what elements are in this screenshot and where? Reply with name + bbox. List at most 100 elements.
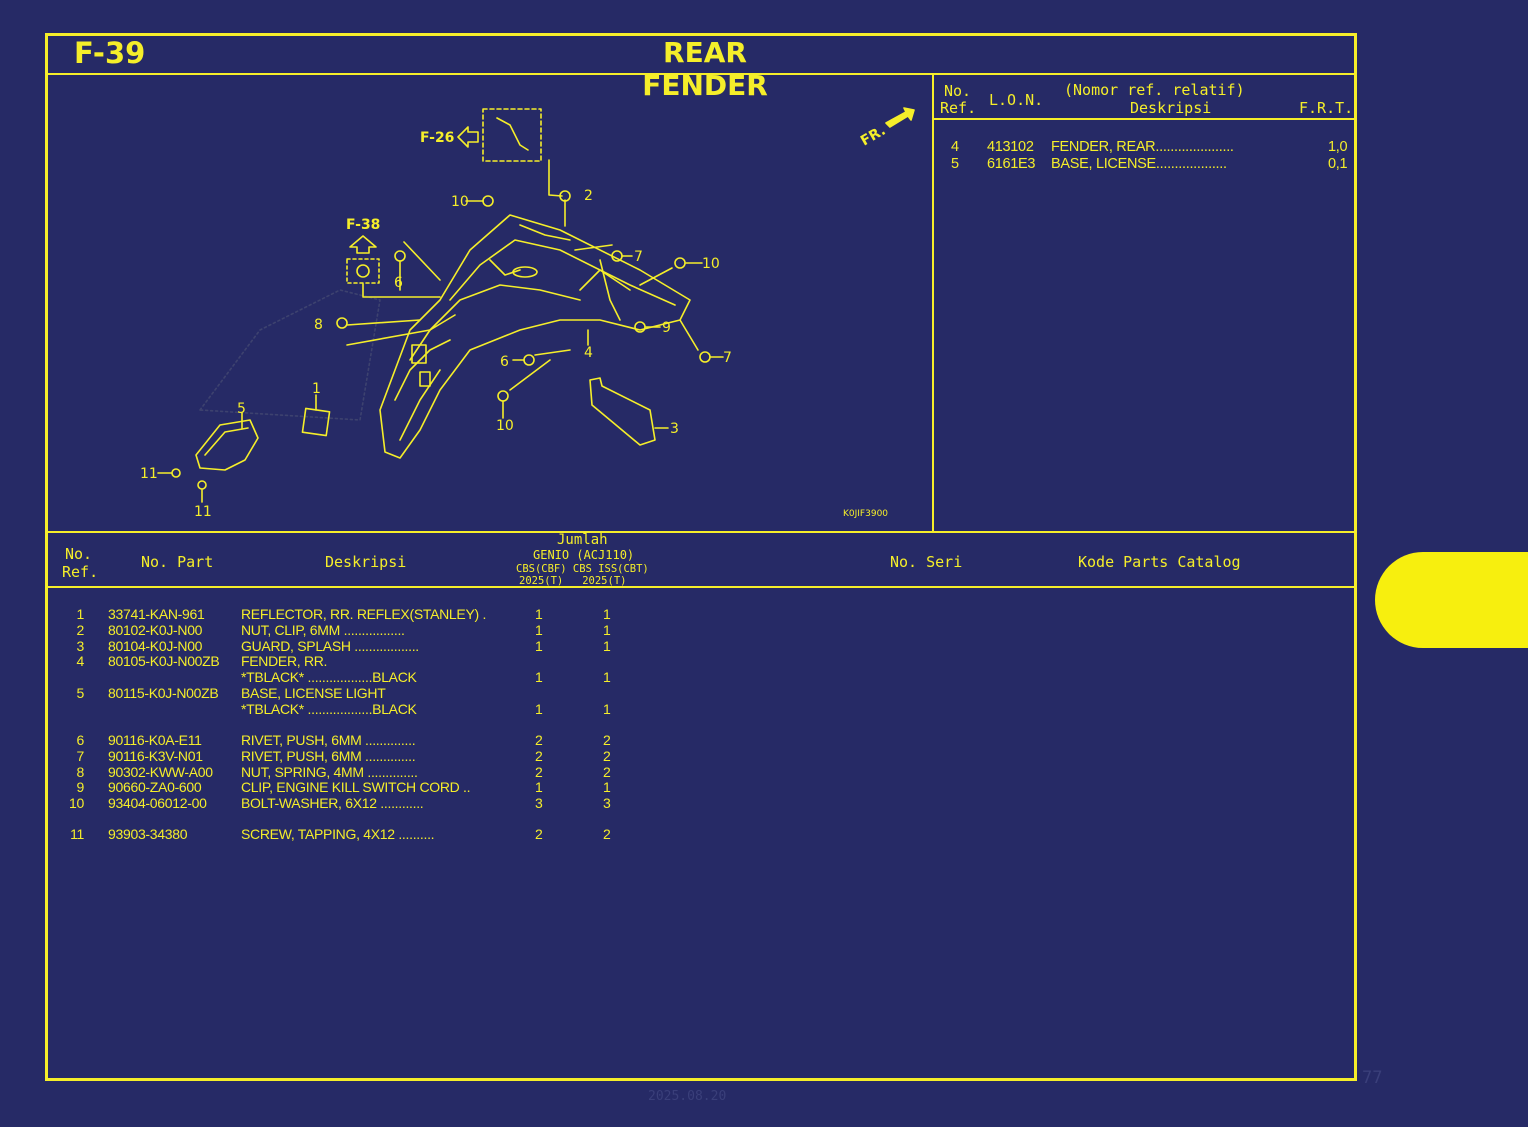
row-part: 90116-K0A-E11 (108, 732, 202, 748)
row-desc: RIVET, PUSH, 6MM .............. (241, 732, 416, 748)
callout: 11 (140, 466, 158, 482)
row-part: 80105-K0J-N00ZB (108, 653, 220, 669)
parts-header-divider (47, 586, 1357, 588)
drawing-code: K0JIF3900 (843, 509, 888, 519)
row-desc: NUT, SPRING, 4MM .............. (241, 764, 418, 780)
row-desc: GUARD, SPLASH .................. (241, 638, 419, 654)
col-qty-title: Jumlah (557, 532, 608, 548)
row-ref: 9 (76, 779, 85, 795)
callout: 10 (451, 194, 469, 210)
callout: 2 (584, 188, 593, 204)
callout: 10 (496, 418, 514, 434)
row-qty2: 1 (603, 622, 611, 638)
row-desc: FENDER, RR. (241, 653, 328, 669)
row-desc: BASE, LICENSE LIGHT (241, 685, 386, 701)
row-ref: 8 (76, 764, 85, 780)
callout: 7 (634, 249, 643, 265)
page-frame (45, 33, 1357, 1081)
callout: 5 (237, 401, 246, 417)
row-qty1: 3 (535, 795, 543, 811)
callout: 7 (723, 350, 732, 366)
exploded-diagram: F-26 F-38 FR. 1 2 3 4 5 6 6 7 7 8 9 10 1… (140, 107, 915, 520)
col-serial: No. Seri (890, 553, 963, 571)
row-desc: *TBLACK* ..................BLACK (241, 701, 417, 717)
row-part: 90302-KWW-A00 (108, 764, 213, 780)
frt-col-ref: Ref. (940, 99, 977, 117)
print-date: 2025.08.20 (648, 1089, 727, 1104)
row-part: 33741-KAN-961 (108, 606, 205, 622)
row-qty1: 1 (535, 701, 543, 717)
row-qty2: 2 (603, 748, 611, 764)
callout: 11 (194, 504, 212, 520)
row-ref (62, 669, 84, 685)
row-ref: 1 (76, 606, 85, 622)
page-number: 77 (1362, 1068, 1383, 1088)
row-ref: 10 (69, 795, 84, 811)
frt-col-desc: Deskripsi (1130, 99, 1212, 117)
header-divider (47, 73, 1357, 75)
ref-f26: F-26 (420, 130, 454, 146)
row-desc: REFLECTOR, RR. REFLEX(STANLEY) . (241, 606, 487, 622)
row-qty1: 1 (535, 622, 543, 638)
row-qty2: 3 (603, 795, 611, 811)
callout: 9 (662, 320, 671, 336)
row-part: 93903-34380 (108, 826, 188, 842)
callout: 6 (500, 354, 509, 370)
row-qty2: 1 (603, 701, 611, 717)
row-ref: 5 (76, 685, 85, 701)
row-desc: RIVET, PUSH, 6MM .............. (241, 748, 416, 764)
fender-outline (379, 214, 691, 459)
col-qty-model: GENIO (ACJ110) (533, 548, 635, 562)
row-part: 90116-K3V-N01 (108, 748, 203, 764)
row-ref: 7 (76, 748, 85, 764)
callout: 6 (394, 275, 403, 291)
row-qty1: 2 (535, 748, 543, 764)
row-qty1: 2 (535, 764, 543, 780)
col-part: No. Part (141, 553, 214, 571)
frt-lon: 6161E3 (987, 156, 1036, 172)
frt-ref: 4 (951, 139, 959, 155)
row-part: 90660-ZA0-600 (108, 779, 202, 795)
frt-lon: 413102 (987, 139, 1034, 155)
row-qty1: 1 (535, 779, 543, 795)
row-qty1: 1 (535, 606, 543, 622)
callout: 3 (670, 421, 679, 437)
frt-value: 1,0 (1328, 139, 1348, 155)
section-code: F-39 (74, 36, 146, 70)
row-qty2: 2 (603, 826, 611, 842)
col-catalog: Kode Parts Catalog (1078, 553, 1241, 571)
callout: 8 (314, 317, 323, 333)
row-ref: 11 (70, 826, 84, 842)
callout: 4 (584, 345, 593, 361)
row-qty1: 2 (535, 826, 543, 842)
col-qty-variants: CBS(CBF) CBS ISS(CBT) (516, 563, 649, 575)
row-ref: 4 (76, 653, 85, 669)
row-part: 80102-K0J-N00 (108, 622, 203, 638)
diagram-bottom-divider (47, 531, 1357, 533)
row-qty2: 2 (603, 732, 611, 748)
frt-header-divider (933, 118, 1357, 120)
col-ref: Ref. (62, 563, 99, 581)
row-desc: NUT, CLIP, 6MM ................. (241, 622, 405, 638)
row-desc: BOLT-WASHER, 6X12 ............ (241, 795, 424, 811)
row-ref: 6 (76, 732, 85, 748)
frt-col-desc-note: (Nomor ref. relatif) (1064, 81, 1245, 99)
frt-ref: 5 (951, 156, 959, 172)
row-qty2: 1 (603, 669, 611, 685)
row-qty1: 1 (535, 638, 543, 654)
col-qty-years: 2025(T) 2025(T) (519, 575, 627, 587)
row-ref (62, 701, 84, 717)
row-desc: SCREW, TAPPING, 4X12 .......... (241, 826, 435, 842)
row-qty2: 1 (603, 779, 611, 795)
row-qty2: 2 (603, 764, 611, 780)
col-desc: Deskripsi (325, 553, 407, 571)
side-tab[interactable] (1375, 552, 1528, 648)
row-part: 93404-06012-00 (108, 795, 207, 811)
row-qty2: 1 (603, 638, 611, 654)
row-qty2: 1 (603, 606, 611, 622)
frt-value: 0,1 (1328, 156, 1348, 172)
frt-col-lon: L.O.N. (989, 91, 1044, 109)
frt-col-no: No. (944, 82, 972, 100)
ref-fr: FR. (858, 123, 888, 150)
row-qty1: 1 (535, 669, 543, 685)
